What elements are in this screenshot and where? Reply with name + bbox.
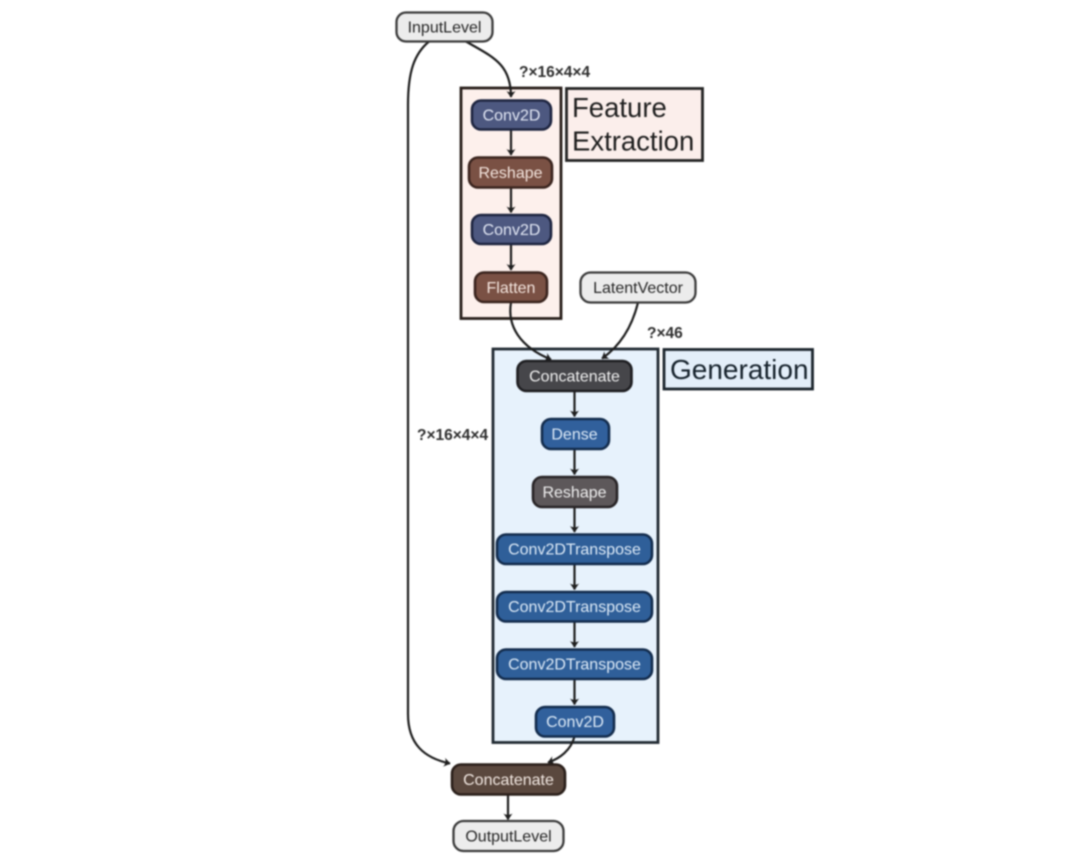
svg-text:LatentVector: LatentVector [593,280,684,297]
svg-text:?×16×4×4: ?×16×4×4 [519,64,590,81]
svg-text:Reshape: Reshape [478,165,542,182]
svg-text:Conv2D: Conv2D [483,108,541,125]
svg-text:Conv2D: Conv2D [483,222,541,239]
svg-text:Extraction: Extraction [572,126,694,157]
svg-text:Generation: Generation [670,354,809,385]
svg-text:Conv2DTranspose: Conv2DTranspose [508,657,641,674]
svg-text:Conv2DTranspose: Conv2DTranspose [508,599,641,616]
svg-text:Conv2D: Conv2D [546,714,604,731]
svg-text:?×46: ?×46 [647,325,683,342]
svg-text:Dense: Dense [551,427,597,444]
svg-text:InputLevel: InputLevel [408,20,482,37]
svg-text:OutputLevel: OutputLevel [465,829,551,846]
svg-text:Concatenate: Concatenate [463,772,554,789]
svg-text:Flatten: Flatten [487,280,536,297]
svg-text:Feature: Feature [572,92,667,123]
svg-text:Conv2DTranspose: Conv2DTranspose [508,542,641,559]
svg-text:?×16×4×4: ?×16×4×4 [417,427,488,444]
svg-text:Concatenate: Concatenate [529,369,620,386]
svg-text:Reshape: Reshape [542,485,606,502]
